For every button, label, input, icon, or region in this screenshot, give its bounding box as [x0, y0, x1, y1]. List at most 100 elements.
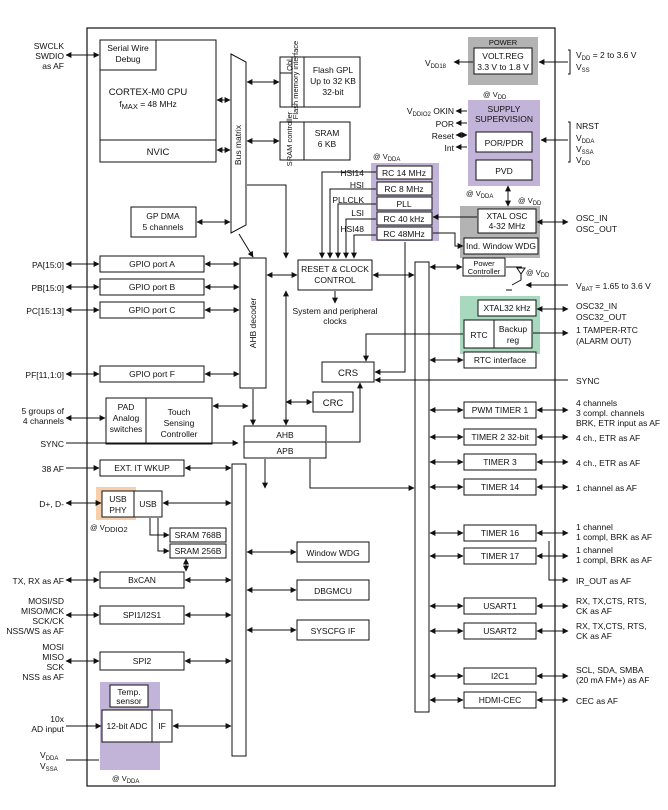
- crs-block: [321, 361, 375, 383]
- cpu-freq: fMAX = 48 MHz: [119, 99, 177, 111]
- usart2-af-label-1: RX, TX,CTS, RTS,: [576, 621, 647, 631]
- crc-block: [312, 391, 354, 413]
- hsi14-label: HSI14: [340, 168, 364, 178]
- bxcan-label: BxCAN: [128, 575, 156, 585]
- tamper-label: 1 TAMPER-RTC: [576, 325, 638, 335]
- hsi-label: HSI: [350, 180, 364, 190]
- i2c1-label: I2C1: [491, 671, 509, 681]
- pwr-ctrl-label-2: Controller: [468, 267, 501, 276]
- exti-label: EXT. IT WKUP: [114, 463, 170, 473]
- tim2-label: TIMER 2 32-bit: [471, 432, 529, 442]
- pad-analog: Analog: [113, 413, 140, 423]
- spi2-label: SPI2: [133, 656, 152, 666]
- osc-out-label: OSC_OUT: [576, 224, 617, 234]
- vssa-right-label: VSSA: [576, 144, 594, 156]
- flash-if-label: Flash memory interface: [291, 41, 300, 119]
- pvd-label: PVD: [495, 166, 512, 176]
- tim16-block: [463, 524, 537, 542]
- rcc-control: CONTROL: [314, 275, 356, 285]
- osc32-out-label: OSC32_OUT: [576, 312, 627, 322]
- voltreg-range: 3.3 V to 1.8 V: [477, 62, 529, 72]
- adc-block: [101, 709, 173, 743]
- vbat-label: VBAT = 1.65 to 3.6 V: [576, 281, 651, 293]
- xtal-vdd: @ VDD: [518, 196, 542, 207]
- gpio-b: [99, 278, 205, 296]
- vss-label: VSS: [576, 62, 590, 74]
- cpu-block: [99, 39, 217, 163]
- rc48-label: RC 48MHz: [383, 229, 425, 239]
- swclk-label: SWCLK: [34, 41, 65, 51]
- adc-count-label: 10x: [50, 714, 64, 724]
- tsc-block: [105, 397, 213, 445]
- apb-bus-left: [231, 463, 247, 757]
- tim1-af-label-3: BRK, ETR input as AF: [576, 418, 660, 428]
- alarm-out-label: (ALARM OUT): [576, 336, 631, 346]
- supply-supervision: SUPERVISION: [475, 114, 533, 124]
- syscfg-block: [296, 619, 370, 641]
- flash-width: 32-bit: [322, 87, 344, 97]
- supply-label: SUPPLY: [488, 104, 521, 114]
- sram-768: [169, 527, 227, 543]
- tim17-af-label-2: 1 compl, BRK as AF: [576, 555, 652, 565]
- pwr-vdd: @ VDD: [526, 268, 550, 279]
- wwdg-block: [296, 541, 370, 563]
- dma-block: [130, 206, 197, 238]
- tim1-label: PWM TIMER 1: [472, 405, 529, 415]
- usart2-block: [463, 622, 537, 640]
- clock-vdda: @ VDDA: [373, 152, 400, 163]
- temp-sensor-label: sensor: [116, 696, 142, 706]
- sys-clocks-label-2: clocks: [323, 316, 347, 326]
- pwr-ctrl-block: [462, 257, 506, 277]
- por-pdr-label: POR/PDR: [485, 138, 524, 148]
- sram-block: [279, 121, 351, 161]
- spi1-mosi-label: MOSI/SD: [28, 596, 64, 606]
- vdda-left-label: VDDA: [40, 750, 58, 762]
- tim16-label: TIMER 16: [481, 528, 520, 538]
- pad-label: PAD: [118, 402, 135, 412]
- xtal-block: [477, 208, 537, 234]
- usart2-af-label-2: CK as AF: [576, 631, 612, 641]
- crs-label: CRS: [338, 368, 358, 379]
- usart1-af-label-2: CK as AF: [576, 606, 612, 616]
- bus-matrix-label: Bus matrix: [233, 124, 243, 165]
- sys-clocks-label: System and peripheral: [292, 306, 377, 316]
- gpio-a: [99, 255, 205, 273]
- i2c-af-label-2: (20 mA FM+) as AF: [576, 675, 649, 685]
- swd-label: Serial Wire: [107, 43, 149, 53]
- vdd-right-label: VDD: [576, 155, 591, 167]
- exti-block: [99, 459, 185, 477]
- rc40-label: RC 40 kHz: [383, 214, 424, 224]
- usb-vddio2: @ VDDIO2: [90, 523, 128, 534]
- tim17-label: TIMER 17: [481, 551, 520, 561]
- dbgmcu-block: [296, 579, 370, 601]
- pb-label: PB[15:0]: [31, 283, 64, 293]
- rc40-block: [376, 211, 433, 226]
- tim1-af-label-1: 4 channels: [576, 398, 617, 408]
- cec-label: HDMI-CEC: [479, 695, 522, 705]
- xtal32-label: XTAL32 kHz: [483, 303, 530, 313]
- tim2-af-label: 4 ch., ETR as AF: [576, 433, 640, 443]
- dma-channels: 5 channels: [142, 222, 183, 232]
- backup-label: Backup: [499, 324, 528, 334]
- pad-switches: switches: [110, 424, 143, 434]
- usart2-label: USART2: [483, 626, 517, 636]
- rcc-block: [297, 259, 373, 291]
- nrst-label: NRST: [576, 121, 599, 131]
- ahb-label: AHB: [276, 430, 294, 440]
- apb-label: APB: [276, 446, 293, 456]
- adc-label: 12-bit ADC: [106, 721, 147, 731]
- gpio-a-label: GPIO port A: [129, 259, 175, 269]
- pvd-block: [475, 159, 533, 181]
- obl-label: Obl: [285, 59, 294, 71]
- voltreg-label: VOLT.REG: [482, 51, 523, 61]
- adc-input-label: AD input: [31, 724, 64, 734]
- supply-vdda: @ VDDA: [466, 189, 493, 200]
- tim17-af-label-1: 1 channel: [576, 545, 613, 555]
- flash-size: Up to 32 KB: [310, 76, 356, 86]
- flash-label: Flash GPL: [313, 65, 353, 75]
- nvic-label: NVIC: [147, 147, 170, 158]
- gpio-b-label: GPIO port B: [129, 282, 176, 292]
- osc-in-label: OSC_IN: [576, 213, 608, 223]
- spi2-block: [99, 651, 185, 671]
